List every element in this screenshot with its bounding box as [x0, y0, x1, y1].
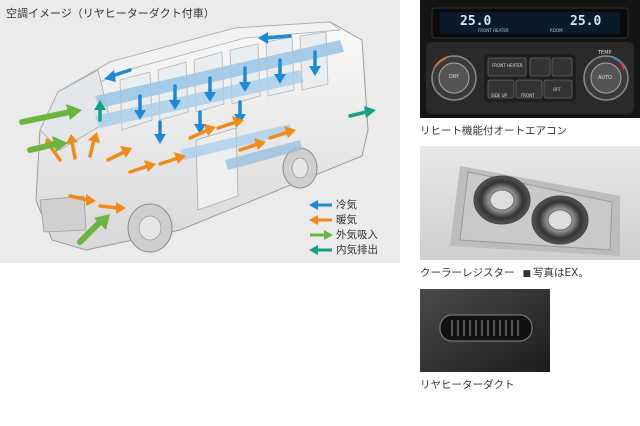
aircon-control-panel-photo: 25.0 25.0 FRONT HEATER ROOM DRY TEMP AUT… — [420, 0, 640, 118]
cool-air-arrows — [104, 32, 321, 144]
cooler-caption: クーラーレジスター ■写真はEX。 — [420, 265, 589, 280]
ceiling-duct — [95, 40, 344, 170]
right-temp-readout: 25.0 — [570, 14, 602, 29]
front-heater-indicator: FRONT HEATER — [478, 28, 509, 33]
legend-item-warm-air: 暖気 — [309, 212, 378, 227]
cool-air-arrow-icon — [309, 199, 332, 210]
inside-air-exhaust-arrows — [94, 100, 376, 122]
aircon-diagram-panel: 空調イメージ（リヤヒーターダクト付車） 冷気 暖気 外気吸入 — [0, 0, 400, 263]
legend-label-outside-air-intake: 外気吸入 — [336, 229, 378, 241]
off-button[interactable]: OFF — [553, 87, 561, 92]
aircon-caption: リヒート機能付オートエアコン — [420, 125, 567, 137]
auto-label: AUTO — [598, 75, 613, 81]
cooler-register-illustration — [420, 146, 640, 260]
dry-label: DRY — [449, 74, 460, 80]
diagram-title: 空調イメージ（リヤヒーターダクト付車） — [6, 7, 215, 20]
outside-air-arrow-icon — [310, 229, 333, 240]
outside-air-intake-arrows — [19, 104, 110, 245]
legend-item-outside-air-intake: 外気吸入 — [309, 227, 378, 242]
inside-air-arrow-icon — [309, 244, 332, 255]
left-temp-readout: 25.0 — [460, 14, 492, 29]
front-heater-button[interactable]: FRONT HEATER — [492, 63, 523, 68]
legend-label-inside-air-exhaust: 内気排出 — [336, 244, 378, 256]
rear-heater-duct-illustration — [420, 289, 550, 372]
bus-airflow-illustration — [19, 21, 376, 253]
room-indicator: ROOM — [550, 28, 563, 33]
aircon-panel-illustration — [420, 0, 640, 118]
note-square-icon: ■ — [522, 269, 532, 279]
side-up-button[interactable]: SIDE UP — [491, 93, 507, 98]
rear-heater-duct-photo — [420, 289, 550, 372]
warm-air-arrows — [44, 116, 296, 214]
legend-label-cool-air: 冷気 — [336, 199, 357, 211]
legend-item-inside-air-exhaust: 内気排出 — [309, 242, 378, 257]
cooler-register-photo — [420, 146, 640, 260]
legend-item-cool-air: 冷気 — [309, 197, 378, 212]
front-button[interactable]: FRONT — [521, 93, 535, 98]
cooler-caption-label: クーラーレジスター — [420, 267, 515, 279]
temp-label: TEMP — [598, 50, 612, 56]
airflow-legend: 冷気 暖気 外気吸入 内気排出 — [309, 197, 378, 257]
legend-label-warm-air: 暖気 — [336, 214, 357, 226]
warm-air-arrow-icon — [309, 214, 332, 225]
cooler-photo-note: 写真はEX。 — [533, 267, 589, 279]
rear-heater-duct-caption: リヤヒーターダクト — [420, 379, 515, 391]
